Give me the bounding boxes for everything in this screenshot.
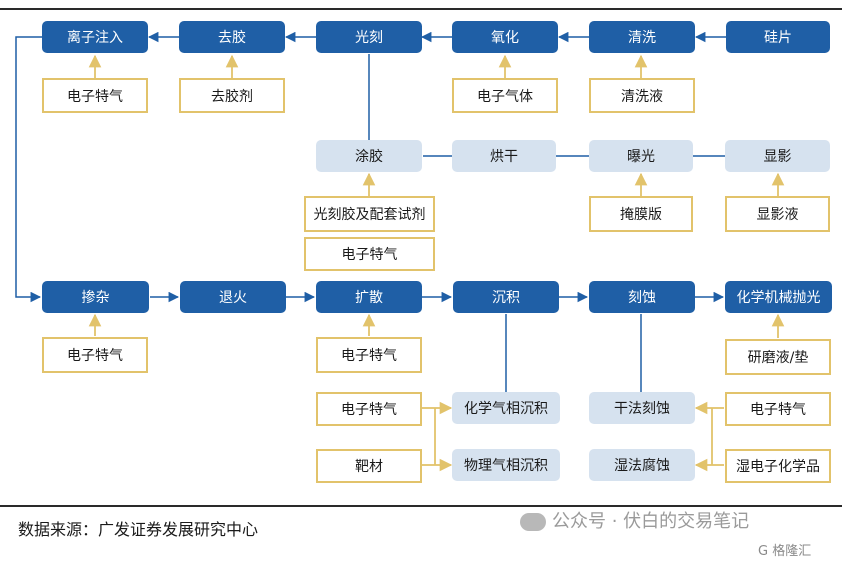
step-ion-implant: 离子注入 — [42, 21, 148, 53]
watermark: 公众号 · 伏白的交易笔记 — [520, 507, 749, 533]
input-deposition-gas: 电子特气 — [316, 392, 422, 426]
input-coating-gas: 电子特气 — [304, 237, 435, 271]
sub-pvd: 物理气相沉积 — [452, 449, 560, 481]
step-exposure: 曝光 — [589, 140, 693, 172]
input-diffusion-gas: 电子特气 — [316, 337, 422, 373]
watermark-text: 公众号 · 伏白的交易笔记 — [552, 511, 750, 532]
step-deposition: 沉积 — [453, 281, 559, 313]
step-cmp: 化学机械抛光 — [725, 281, 832, 313]
sub-dry-etch: 干法刻蚀 — [589, 392, 695, 424]
input-photoresist: 光刻胶及配套试剂 — [304, 196, 435, 232]
data-source-note: 数据来源：广发证券发展研究中心 — [18, 520, 259, 539]
step-annealing: 退火 — [180, 281, 286, 313]
step-diffusion: 扩散 — [316, 281, 422, 313]
input-oxidation-gas: 电子气体 — [452, 78, 558, 113]
step-developing: 显影 — [725, 140, 830, 172]
sub-cvd: 化学气相沉积 — [452, 392, 560, 424]
input-stripper: 去胶剂 — [179, 78, 285, 113]
brand-logo: G 格隆汇 — [758, 544, 812, 559]
step-cleaning: 清洗 — [589, 21, 695, 53]
step-doping: 掺杂 — [42, 281, 149, 313]
step-photoresist-strip: 去胶 — [179, 21, 285, 53]
step-baking: 烘干 — [452, 140, 556, 172]
step-oxidation: 氧化 — [452, 21, 558, 53]
input-doping-gas: 电子特气 — [42, 337, 148, 373]
sub-wet-etch: 湿法腐蚀 — [589, 449, 695, 481]
input-photomask: 掩膜版 — [589, 196, 693, 232]
input-polishing-slurry: 研磨液/垫 — [725, 339, 831, 375]
step-wafer: 硅片 — [726, 21, 830, 53]
step-etching: 刻蚀 — [589, 281, 695, 313]
input-ion-implant-gas: 电子特气 — [42, 78, 148, 113]
step-coating: 涂胶 — [316, 140, 422, 172]
input-developer: 显影液 — [725, 196, 830, 232]
top-rule — [0, 8, 842, 10]
wechat-icon — [520, 513, 546, 531]
input-cleaning-liquid: 清洗液 — [589, 78, 695, 113]
step-photolithography: 光刻 — [316, 21, 422, 53]
bottom-rule — [0, 505, 842, 507]
input-sputter-target: 靶材 — [316, 449, 422, 483]
input-etch-gas: 电子特气 — [725, 392, 831, 426]
input-wet-chemicals: 湿电子化学品 — [725, 449, 831, 483]
